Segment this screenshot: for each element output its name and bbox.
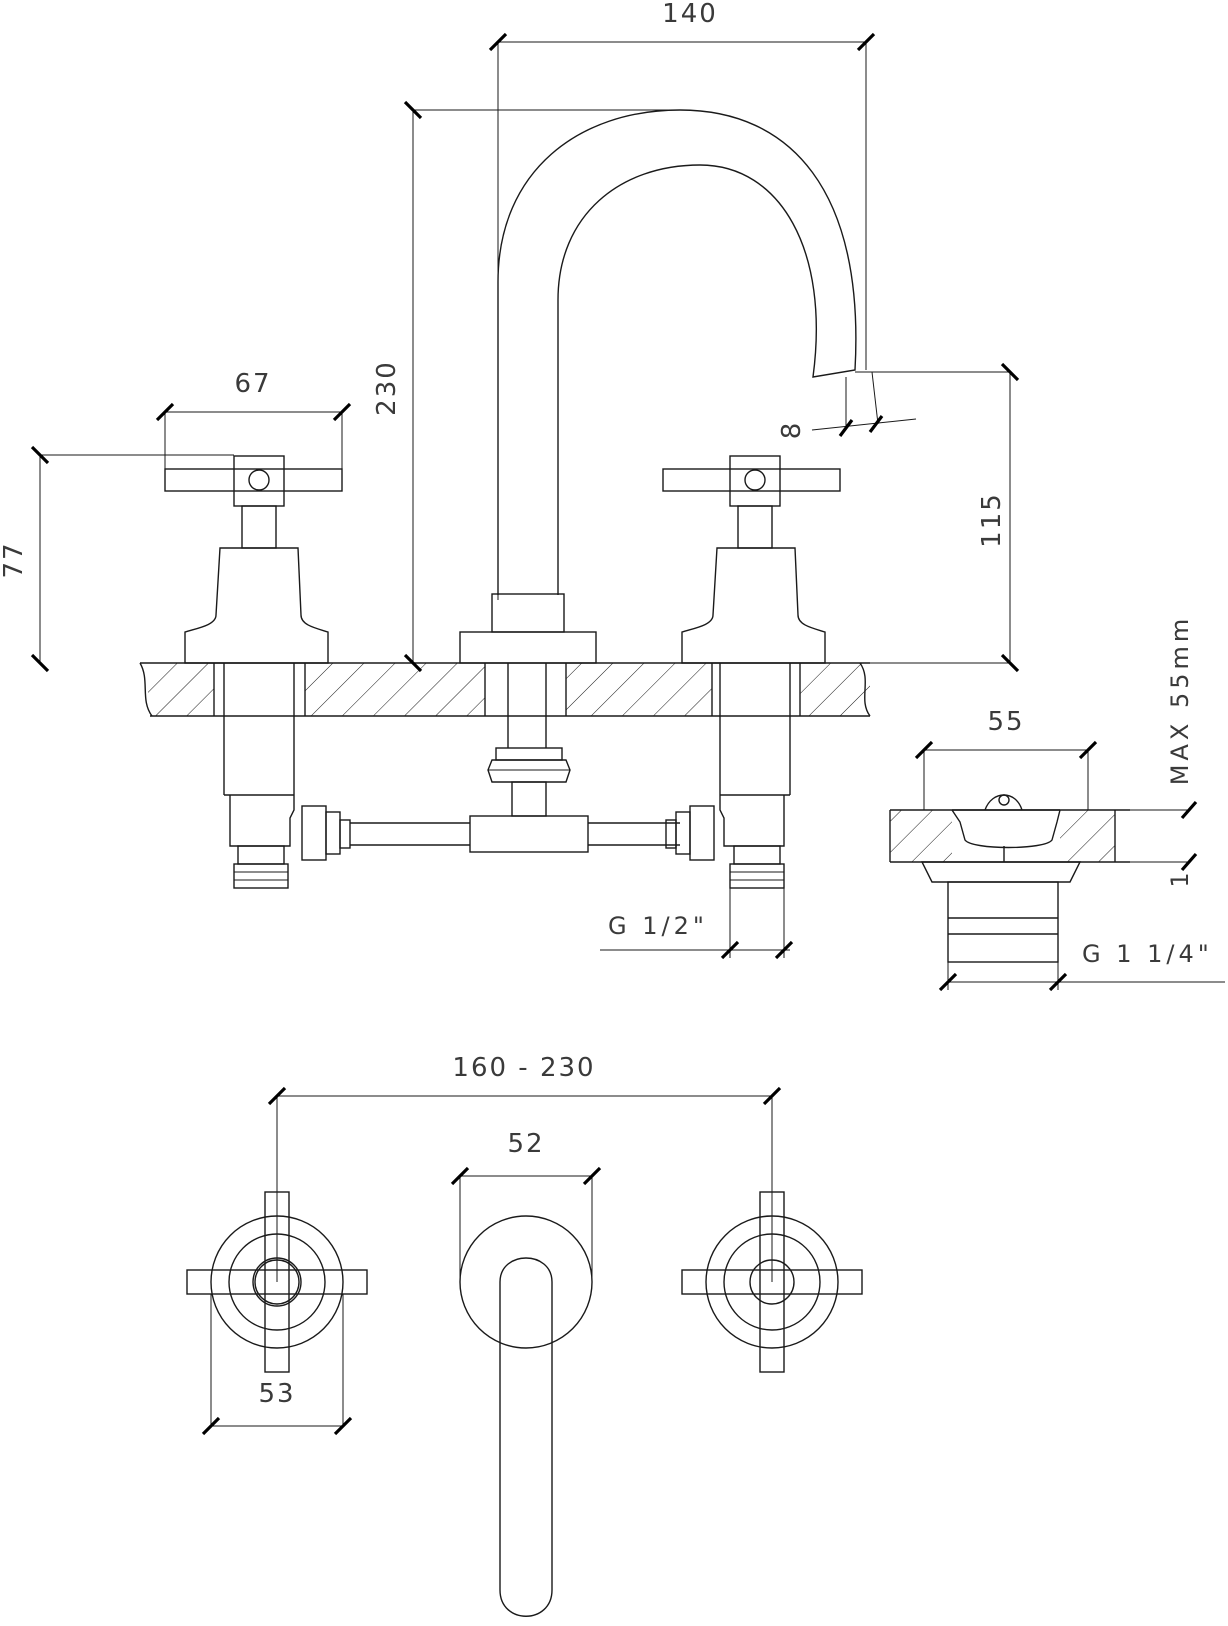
right-valve — [662, 455, 841, 889]
small-gap-label: 1 — [1166, 868, 1194, 887]
waste-width-label: 55 — [987, 707, 1024, 737]
waste-detail: 55 MAX 55mm 1 G 1 1/4" — [889, 615, 1225, 992]
outlet-diameter-label: 8 — [777, 421, 807, 440]
rosette-label: 53 — [258, 1379, 295, 1409]
spout — [459, 109, 857, 664]
dimension-outlet-height: 115 — [855, 362, 1020, 673]
thread-small-label: G 1/2" — [608, 912, 708, 940]
total-height-label: 230 — [372, 360, 402, 416]
mixer-body — [469, 663, 589, 853]
plan-view: 160 - 230 52 53 — [186, 1053, 863, 1617]
dimension-outlet-diameter: 8 — [777, 371, 917, 440]
outlet-height-label: 115 — [977, 492, 1007, 548]
spacing-label: 160 - 230 — [452, 1053, 595, 1083]
front-elevation: 140 230 67 77 — [0, 0, 1020, 960]
dimension-spout-reach: 140 — [488, 0, 876, 600]
connecting-pipe — [301, 805, 715, 861]
countertop-section — [139, 662, 871, 717]
dimension-handle-width: 67 — [155, 369, 352, 469]
left-valve — [164, 455, 343, 889]
thread-large-label: G 1 1/4" — [1082, 940, 1213, 968]
spout-base-label: 52 — [507, 1129, 544, 1159]
spout-plan — [459, 1215, 593, 1617]
handle-width-label: 67 — [234, 369, 271, 399]
dimension-thread-small: G 1/2" — [600, 888, 794, 960]
spout-reach-label: 140 — [662, 0, 718, 29]
handle-height-label: 77 — [0, 541, 29, 578]
dimension-total-height: 230 — [372, 100, 680, 673]
max-thickness-label: MAX 55mm — [1166, 615, 1194, 786]
dimension-handle-height: 77 — [0, 445, 234, 673]
